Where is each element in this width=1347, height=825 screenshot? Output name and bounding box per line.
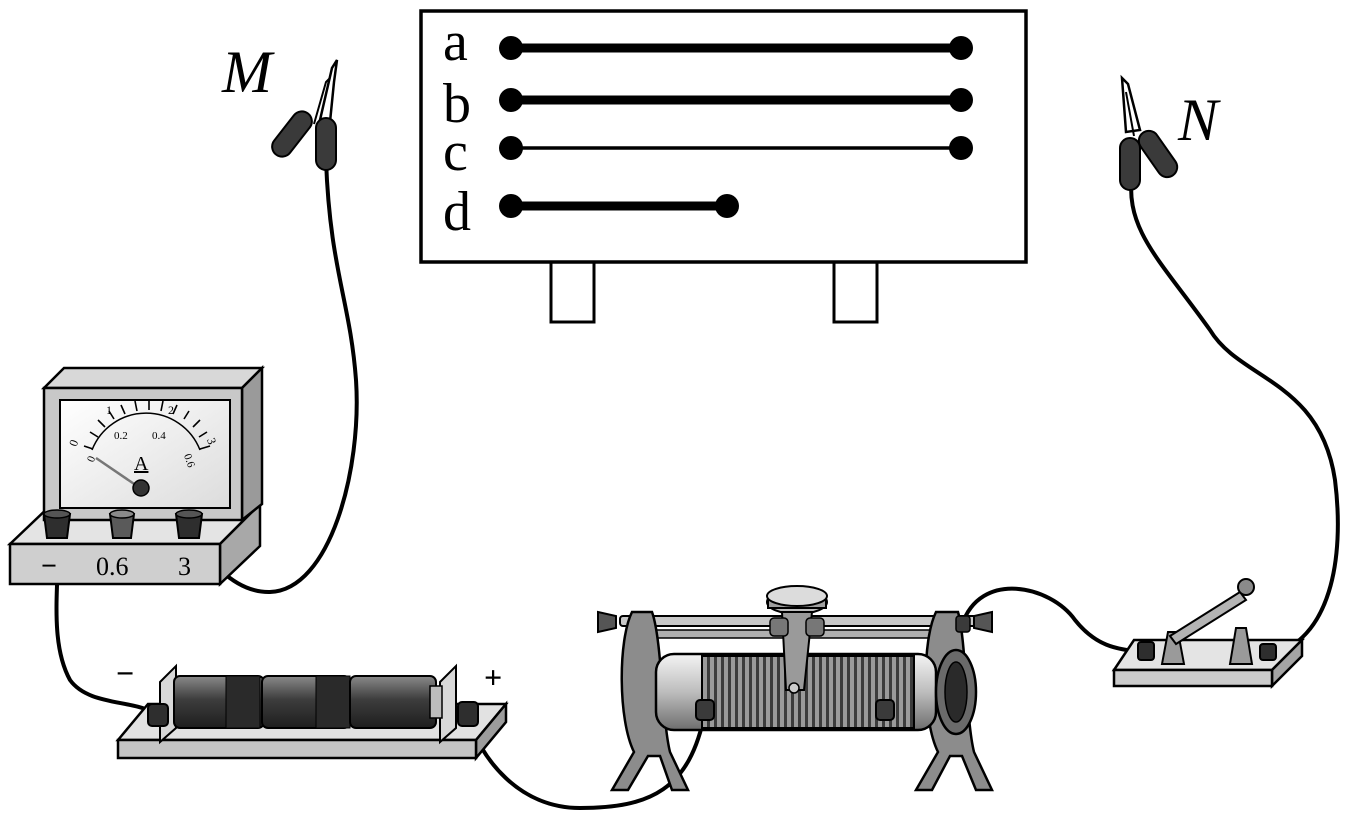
alligator-clip-m[interactable]	[268, 59, 339, 171]
ammeter-lower-scale-0: 0	[85, 454, 98, 464]
wire-a	[499, 36, 973, 60]
rheostat-terminal-right[interactable]	[875, 699, 895, 721]
ammeter-upper-scale-2: 2	[168, 403, 174, 417]
ammeter-terminal-label-3: 3	[178, 552, 191, 581]
clip-n-label: N	[1177, 87, 1221, 153]
board-leg-right	[832, 260, 879, 324]
battery-pack: − +	[115, 655, 509, 762]
battery-terminal-positive[interactable]	[457, 701, 479, 727]
ammeter-upper-scale-1: 1	[106, 403, 112, 417]
switch-terminal-left[interactable]	[1137, 641, 1155, 661]
rheostat-slider[interactable]	[766, 585, 828, 694]
ammeter: 0 1 2 3 0 0.2 0.4 0.6 A − 0.6 3	[6, 364, 266, 587]
wire-b-label: b	[443, 73, 471, 135]
wire-battery-to-rheostat[interactable]	[464, 710, 707, 811]
switch-terminal-right[interactable]	[1259, 643, 1277, 661]
wire-rheostat-to-switch[interactable]	[960, 586, 1147, 654]
ammeter-terminal-label-0.6: 0.6	[96, 552, 129, 581]
wire-d	[499, 194, 739, 218]
resistance-wire-board: a b c d	[419, 9, 1028, 324]
wire-clip-m-to-ammeter[interactable]	[186, 158, 359, 595]
ammeter-upper-scale-3: 3	[204, 436, 219, 446]
ammeter-terminal-label-negative: −	[41, 551, 57, 582]
ammeter-terminal-negative[interactable]	[42, 509, 72, 539]
wire-d-terminal-right[interactable]	[715, 194, 739, 218]
ammeter-terminal-0.6[interactable]	[108, 509, 136, 539]
switch-handle-knob[interactable]	[1237, 578, 1255, 596]
battery-positive-label: +	[484, 659, 502, 695]
board-leg-left	[549, 260, 596, 324]
rheostat	[597, 585, 994, 792]
ammeter-pivot	[132, 479, 150, 497]
wire-c-terminal-left[interactable]	[499, 136, 523, 160]
wire-d-label: d	[443, 181, 471, 243]
wire-d-terminal-left[interactable]	[499, 194, 523, 218]
ammeter-terminal-3[interactable]	[174, 509, 204, 539]
ammeter-scale-ticks	[83, 400, 211, 450]
knife-switch[interactable]	[1111, 578, 1306, 690]
rheostat-terminal-top[interactable]	[955, 615, 971, 633]
wire-c-label: c	[443, 121, 468, 183]
wire-switch-to-clip-n[interactable]	[1129, 173, 1340, 657]
battery-negative-label: −	[116, 655, 134, 691]
ammeter-needle	[95, 456, 141, 490]
wire-b-terminal-right[interactable]	[949, 88, 973, 112]
battery-terminal-negative[interactable]	[147, 703, 169, 727]
ammeter-symbol: A	[134, 453, 149, 475]
ammeter-lower-scale-1: 0.2	[114, 430, 128, 442]
clip-m-label: M	[221, 39, 275, 105]
switch-blade[interactable]	[1168, 590, 1248, 646]
wire-c	[499, 136, 973, 160]
wire-a-label: a	[443, 11, 468, 73]
ammeter-lower-scale-3: 0.6	[181, 452, 197, 469]
wire-c-terminal-right[interactable]	[949, 136, 973, 160]
ammeter-lower-scale-2: 0.4	[152, 430, 166, 442]
wire-a-terminal-left[interactable]	[499, 36, 523, 60]
alligator-clip-n[interactable]	[1119, 74, 1181, 191]
ammeter-upper-scale-0: 0	[66, 438, 81, 448]
wire-a-terminal-right[interactable]	[949, 36, 973, 60]
wire-b	[499, 88, 973, 112]
wire-b-terminal-left[interactable]	[499, 88, 523, 112]
connecting-wires	[54, 158, 1340, 811]
rheostat-terminal-left[interactable]	[695, 699, 715, 721]
